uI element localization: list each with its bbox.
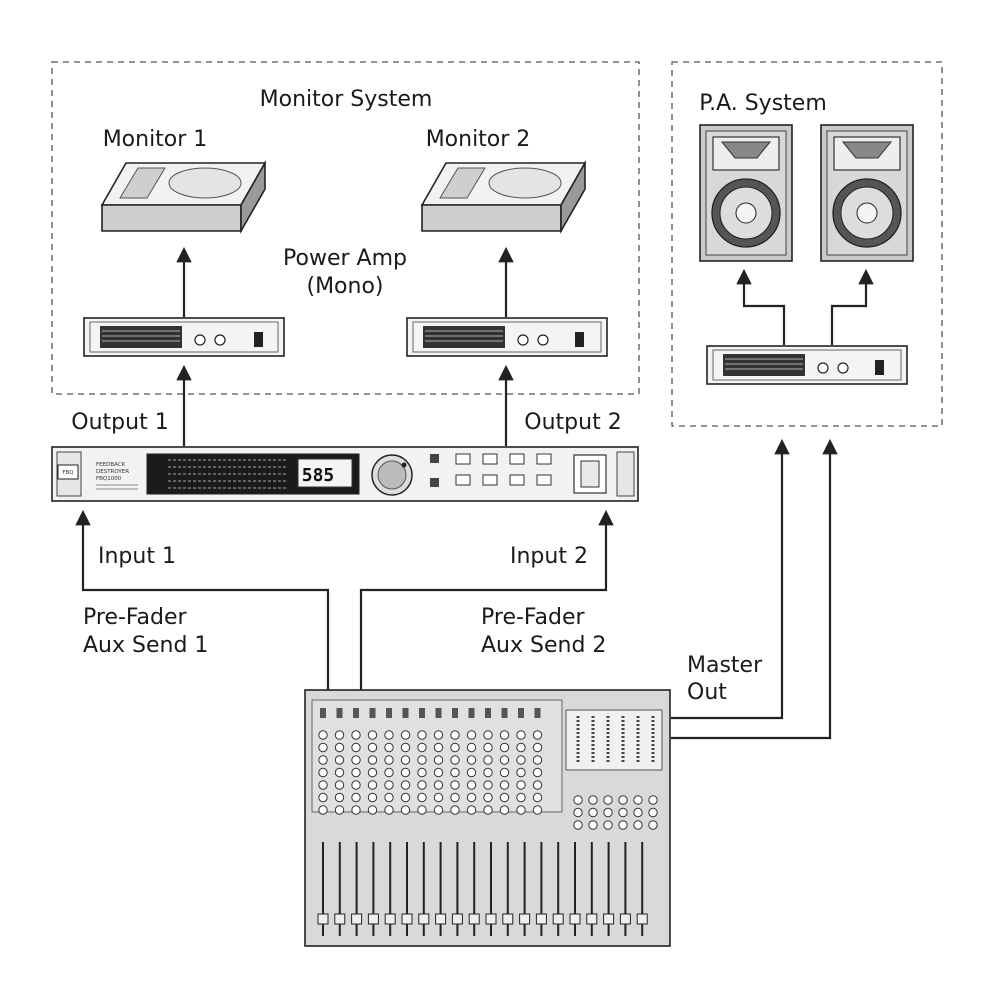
monitor-wedge-2-icon: [420, 159, 587, 235]
mixer-meter-bridge: [576, 716, 655, 764]
feedback-destroyer-processor: FBQ FEEDBACK DESTROYER FBQ1000 585: [51, 446, 639, 502]
monitor-system-box: [51, 61, 640, 395]
pa-amp-to-left-speaker-arrow: [736, 268, 786, 345]
pa-amp-to-right-speaker-arrow: [830, 268, 874, 345]
input2-label: Input 2: [510, 544, 588, 569]
monitor-system-label: Monitor System: [260, 87, 433, 112]
processor-brand-line1: FEEDBACK: [96, 462, 126, 468]
master-out-label-line1: Master: [687, 653, 763, 678]
mixing-console: [304, 689, 671, 947]
aux-send-1-wire: [75, 509, 330, 690]
pa-system-box: [671, 61, 943, 427]
aux-send-1-label-line2: Aux Send 1: [83, 633, 208, 658]
monitor-wedge-1-icon: [100, 159, 267, 235]
power-amp-mono-label: (Mono): [306, 274, 383, 299]
processor-model: FBQ1000: [96, 476, 122, 482]
monitor2-label: Monitor 2: [426, 127, 531, 152]
pa-speaker-left-icon: [699, 124, 793, 262]
power-amp-1-icon: [83, 317, 285, 357]
pa-speaker-right-icon: [820, 124, 914, 262]
processor-logo: FBQ: [62, 470, 74, 476]
aux-send-1-label-line1: Pre-Fader: [83, 605, 188, 630]
pa-system-label: P.A. System: [699, 91, 827, 116]
power-amp-2-icon: [406, 317, 608, 357]
pa-power-amp-icon: [706, 345, 908, 385]
monitor1-label: Monitor 1: [103, 127, 208, 152]
aux-send-2-wire: [359, 509, 614, 690]
output1-label: Output 1: [71, 410, 168, 435]
master-out-left-wire: [671, 438, 790, 720]
mixer-knob-grid: [318, 708, 658, 830]
input1-label: Input 1: [98, 544, 176, 569]
mixer-fader-bank: [317, 842, 648, 936]
power-amp-label: Power Amp: [283, 246, 407, 271]
output2-label: Output 2: [524, 410, 621, 435]
processor-brand-line2: DESTROYER: [96, 469, 129, 475]
master-out-label-line2: Out: [687, 680, 727, 705]
aux-send-2-label-line1: Pre-Fader: [481, 605, 586, 630]
aux-send-2-label-line2: Aux Send 2: [481, 633, 606, 658]
processor-display: 585: [302, 465, 335, 486]
master-out-right-wire: [671, 438, 838, 740]
